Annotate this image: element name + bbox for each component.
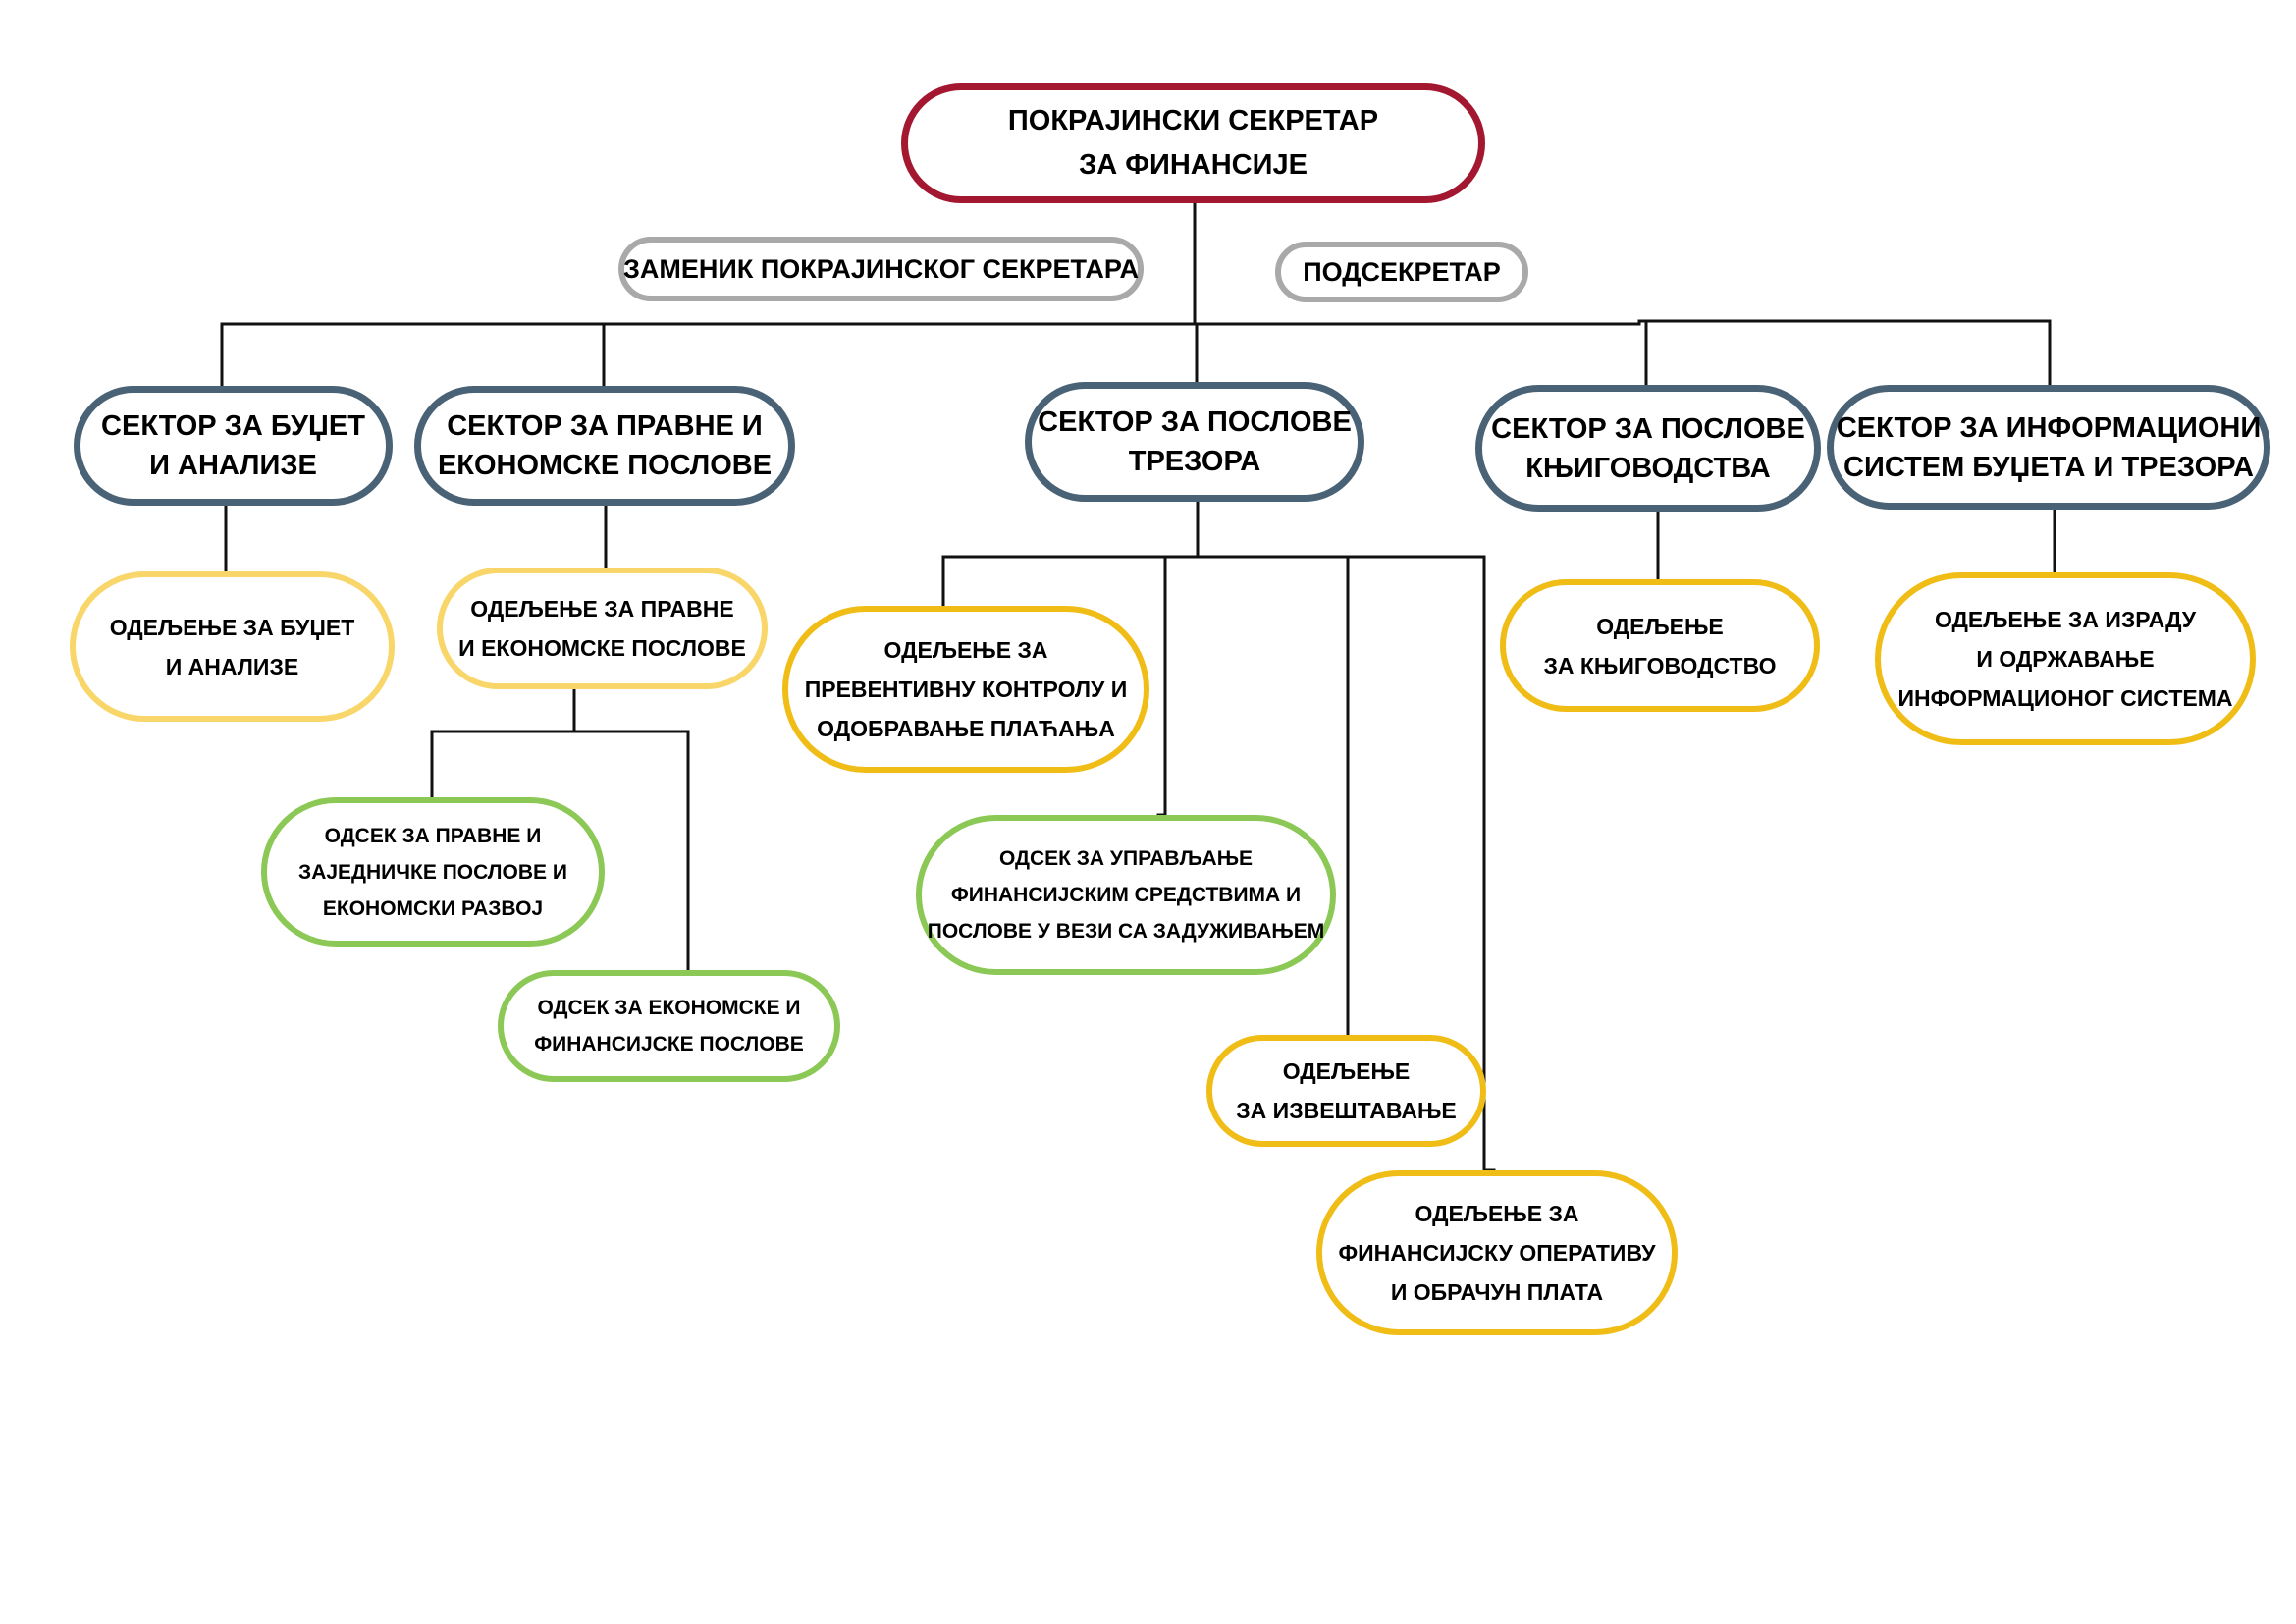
sector-label-line: СИСТЕМ БУЏЕТА И ТРЕЗОРА	[1843, 451, 2254, 483]
section-legal-common-affairs: ОДСЕК ЗА ПРАВНЕ И ЗАЈЕДНИЧКЕ ПОСЛОВЕ И Е…	[261, 797, 605, 947]
department-label-line: ОДЕЉЕЊЕ	[1282, 1058, 1411, 1084]
department-label-line: И ОДРЖАВАЊЕ	[1976, 646, 2155, 672]
department-label-line: И АНАЛИЗЕ	[165, 653, 299, 679]
department-label-line: И ЕКОНОМСКЕ ПОСЛОВЕ	[458, 635, 746, 661]
department-label-line: ПРЕВЕНТИВНУ КОНТРОЛУ И	[804, 677, 1128, 702]
section-funds-management: ОДСЕК ЗА УПРАВЉАЊЕ ФИНАНСИЈСКИМ СРЕДСТВИ…	[916, 815, 1336, 975]
sector-legal-economic: СЕКТОР ЗА ПРАВНЕ И ЕКОНОМСКЕ ПОСЛОВЕ	[414, 386, 795, 506]
department-reporting: ОДЕЉЕЊЕ ЗА ИЗВЕШТАВАЊЕ	[1206, 1035, 1486, 1147]
section-label-line: ОДСЕК ЗА ПРАВНЕ И	[324, 824, 542, 847]
top-node-line: ПОКРАЈИНСКИ СЕКРЕТАР	[1007, 105, 1379, 136]
undersecretary-label: ПОДСЕКРЕТАР	[1303, 256, 1501, 287]
department-accounting: ОДЕЉЕЊЕ ЗА КЊИГОВОДСТВО	[1500, 579, 1820, 712]
department-label-line: ИНФОРМАЦИОНОГ СИСТЕМА	[1897, 685, 2233, 711]
sector-treasury: СЕКТОР ЗА ПОСЛОВЕ ТРЕЗОРА	[1025, 382, 1364, 502]
undersecretary-node: ПОДСЕКРЕТАР	[1275, 242, 1528, 302]
sector-information-system: СЕКТОР ЗА ИНФОРМАЦИОНИ СИСТЕМ БУЏЕТА И Т…	[1827, 385, 2270, 510]
department-label-line: ЗА КЊИГОВОДСТВО	[1543, 652, 1777, 678]
department-label-line: ОДЕЉЕЊЕ ЗА ИЗРАДУ	[1934, 607, 2197, 632]
section-label-line: ОДСЕК ЗА ЕКОНОМСКЕ И	[537, 997, 801, 1019]
sector-label-line: СЕКТОР ЗА ИНФОРМАЦИОНИ	[1836, 411, 2262, 444]
sector-accounting: СЕКТОР ЗА ПОСЛОВЕ КЊИГОВОДСТВА	[1475, 385, 1821, 512]
sector-label-line: СЕКТОР ЗА БУЏЕТ	[101, 410, 365, 442]
deputy-secretary-node: ЗАМЕНИК ПОКРАЈИНСКОГ СЕКРЕТАРА	[618, 237, 1144, 301]
department-label-line: ОДЕЉЕЊЕ ЗА БУЏЕТ	[109, 614, 355, 640]
sector-label-line: СЕКТОР ЗА ПОСЛОВЕ	[1491, 412, 1805, 445]
department-legal-economic: ОДЕЉЕЊЕ ЗА ПРАВНЕ И ЕКОНОМСКЕ ПОСЛОВЕ	[437, 568, 768, 689]
department-label-line: ФИНАНСИЈСКУ ОПЕРАТИВУ	[1338, 1240, 1656, 1266]
department-label-line: ОДЕЉЕЊЕ	[1596, 613, 1724, 639]
department-budget: ОДЕЉЕЊЕ ЗА БУЏЕТ И АНАЛИЗЕ	[70, 571, 395, 722]
deputy-secretary-label: ЗАМЕНИК ПОКРАЈИНСКОГ СЕКРЕТАРА	[623, 253, 1139, 284]
department-label-line: И ОБРАЧУН ПЛАТА	[1390, 1279, 1604, 1305]
section-economic-financial: ОДСЕК ЗА ЕКОНОМСКЕ И ФИНАНСИЈСКЕ ПОСЛОВЕ	[498, 970, 840, 1082]
department-label-line: ОДОБРАВАЊЕ ПЛАЋАЊА	[817, 716, 1115, 741]
sector-label-line: КЊИГОВОДСТВА	[1525, 452, 1771, 484]
department-financial-operations: ОДЕЉЕЊЕ ЗА ФИНАНСИЈСКУ ОПЕРАТИВУ И ОБРАЧ…	[1316, 1170, 1678, 1335]
sector-label-line: И АНАЛИЗЕ	[149, 450, 317, 481]
sector-label-line: ЕКОНОМСКЕ ПОСЛОВЕ	[437, 450, 773, 481]
sector-budget: СЕКТОР ЗА БУЏЕТ И АНАЛИЗЕ	[74, 386, 393, 506]
section-label-line: ПОСЛОВЕ У ВЕЗИ СА ЗАДУЖИВАЊЕМ	[927, 920, 1325, 943]
section-label-line: ЕКОНОМСКИ РАЗВОЈ	[322, 896, 544, 920]
department-label-line: ОДЕЉЕЊЕ ЗА	[883, 637, 1048, 663]
section-label-line: ФИНАНСИЈСКИМ СРЕДСТВИМА И	[950, 884, 1302, 906]
top-node-line: ЗА ФИНАНСИЈЕ	[1079, 149, 1308, 181]
section-label-line: ЗАЈЕДНИЧКЕ ПОСЛОВЕ И	[298, 860, 567, 884]
sector-label-line: СЕКТОР ЗА ПРАВНЕ И	[447, 410, 763, 442]
sector-label-line: СЕКТОР ЗА ПОСЛОВЕ	[1038, 406, 1352, 438]
top-node-secretary: ПОКРАЈИНСКИ СЕКРЕТАР ЗА ФИНАНСИЈЕ	[901, 83, 1485, 203]
department-information-system: ОДЕЉЕЊЕ ЗА ИЗРАДУ И ОДРЖАВАЊЕ ИНФОРМАЦИО…	[1875, 572, 2256, 745]
sector-label-line: ТРЕЗОРА	[1128, 446, 1261, 477]
section-label-line: ФИНАНСИЈСКЕ ПОСЛОВЕ	[534, 1033, 804, 1056]
department-label-line: ОДЕЉЕЊЕ ЗА	[1415, 1201, 1579, 1226]
section-label-line: ОДСЕК ЗА УПРАВЉАЊЕ	[998, 847, 1254, 870]
department-label-line: ОДЕЉЕЊЕ ЗА ПРАВНЕ	[470, 596, 734, 622]
department-preventive-control: ОДЕЉЕЊЕ ЗА ПРЕВЕНТИВНУ КОНТРОЛУ И ОДОБРА…	[782, 606, 1149, 773]
department-label-line: ЗА ИЗВЕШТАВАЊЕ	[1236, 1098, 1457, 1123]
